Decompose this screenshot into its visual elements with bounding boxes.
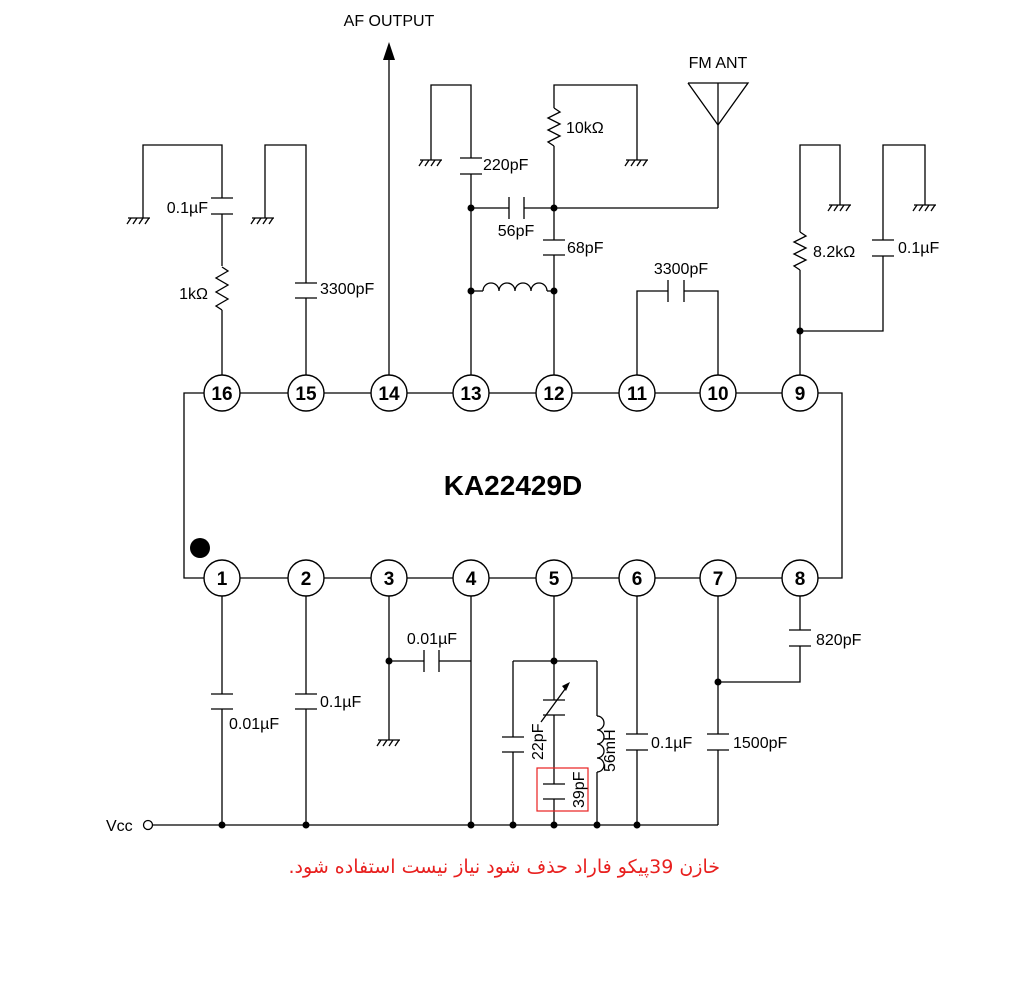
label-c16: 0.1µF	[167, 200, 208, 217]
label-c3-4: 0.01µF	[407, 631, 457, 648]
label-c1: 0.01µF	[229, 716, 279, 733]
label-c56: 56pF	[498, 223, 535, 240]
pin-3: 3	[370, 559, 408, 597]
vcc-terminal	[142, 819, 154, 831]
ground-symbol	[624, 159, 648, 167]
label-vcc: Vcc	[106, 818, 133, 835]
label-c68: 68pF	[567, 240, 604, 257]
pin-number: 14	[378, 384, 400, 405]
pin-16: 16	[203, 374, 241, 412]
label-c15: 3300pF	[320, 281, 374, 298]
pin-number: 12	[543, 384, 564, 405]
resistor-10k	[546, 107, 562, 147]
label-c6: 0.1µF	[651, 735, 692, 752]
pin-number: 9	[795, 384, 806, 405]
ic-body-outline	[183, 392, 222, 579]
pin-12: 12	[535, 374, 573, 412]
pin-number: 8	[795, 569, 806, 590]
label-c9: 0.1µF	[898, 240, 939, 257]
pin-7: 7	[699, 559, 737, 597]
ground-symbol	[912, 204, 936, 212]
label-l5: 56mH	[602, 729, 619, 772]
ground-symbol	[418, 159, 442, 167]
ground-symbol	[827, 204, 851, 212]
pin-number: 16	[211, 384, 232, 405]
pin-10: 10	[699, 374, 737, 412]
resistor-8k2	[792, 231, 808, 271]
note-remove-39pf: خازن 39پیکو فاراد حذف شود نیاز نیست استف…	[288, 856, 721, 878]
ic-body-outline-right	[800, 392, 843, 579]
pin-number: 7	[713, 569, 724, 590]
pin-number: 11	[627, 384, 648, 405]
inductor-coil	[482, 282, 548, 292]
arrow-up-icon	[383, 42, 395, 60]
pin-number: 13	[460, 384, 481, 405]
variable-cap-arrow	[540, 684, 569, 723]
pin-2: 2	[287, 559, 325, 597]
pin-number: 3	[384, 569, 395, 590]
pin-5: 5	[535, 559, 573, 597]
pin-number: 6	[632, 569, 643, 590]
pin-4: 4	[452, 559, 490, 597]
ground-symbol	[376, 739, 400, 747]
pin-number: 15	[295, 384, 317, 405]
label-c5-39: 39pF	[571, 771, 588, 808]
label-c7: 1500pF	[733, 735, 787, 752]
label-fm-ant: FM ANT	[689, 55, 748, 72]
pin-15: 15	[287, 374, 325, 412]
label-af-output: AF OUTPUT	[344, 13, 435, 30]
label-c5-22: 22pF	[530, 723, 547, 760]
ground-symbol	[126, 217, 150, 225]
pin-number: 4	[466, 569, 477, 590]
label-c2: 0.1µF	[320, 694, 361, 711]
pin1-marker	[190, 538, 210, 558]
label-r9: 8.2kΩ	[813, 244, 855, 261]
pin-8: 8	[781, 559, 819, 597]
pin-number: 1	[217, 569, 228, 590]
pin-number: 5	[549, 569, 560, 590]
pin-number: 10	[707, 384, 728, 405]
pin-11: 11	[618, 374, 656, 412]
label-c8: 820pF	[816, 632, 862, 649]
pin-1: 1	[203, 559, 241, 597]
pin-14: 14	[370, 374, 408, 412]
ground-symbol	[250, 217, 274, 225]
chip-name: KA22429D	[444, 470, 583, 501]
pin-number: 2	[301, 569, 312, 590]
label-r12: 10kΩ	[566, 120, 604, 137]
highlight-box-39pf	[536, 767, 589, 812]
resistor-1k	[214, 266, 230, 311]
inductor-56mh	[596, 715, 605, 773]
pin-6: 6	[618, 559, 656, 597]
pin-13: 13	[452, 374, 490, 412]
label-r16: 1kΩ	[179, 286, 208, 303]
pin-9: 9	[781, 374, 819, 412]
label-c13: 220pF	[483, 157, 529, 174]
label-c11-10: 3300pF	[654, 261, 708, 278]
